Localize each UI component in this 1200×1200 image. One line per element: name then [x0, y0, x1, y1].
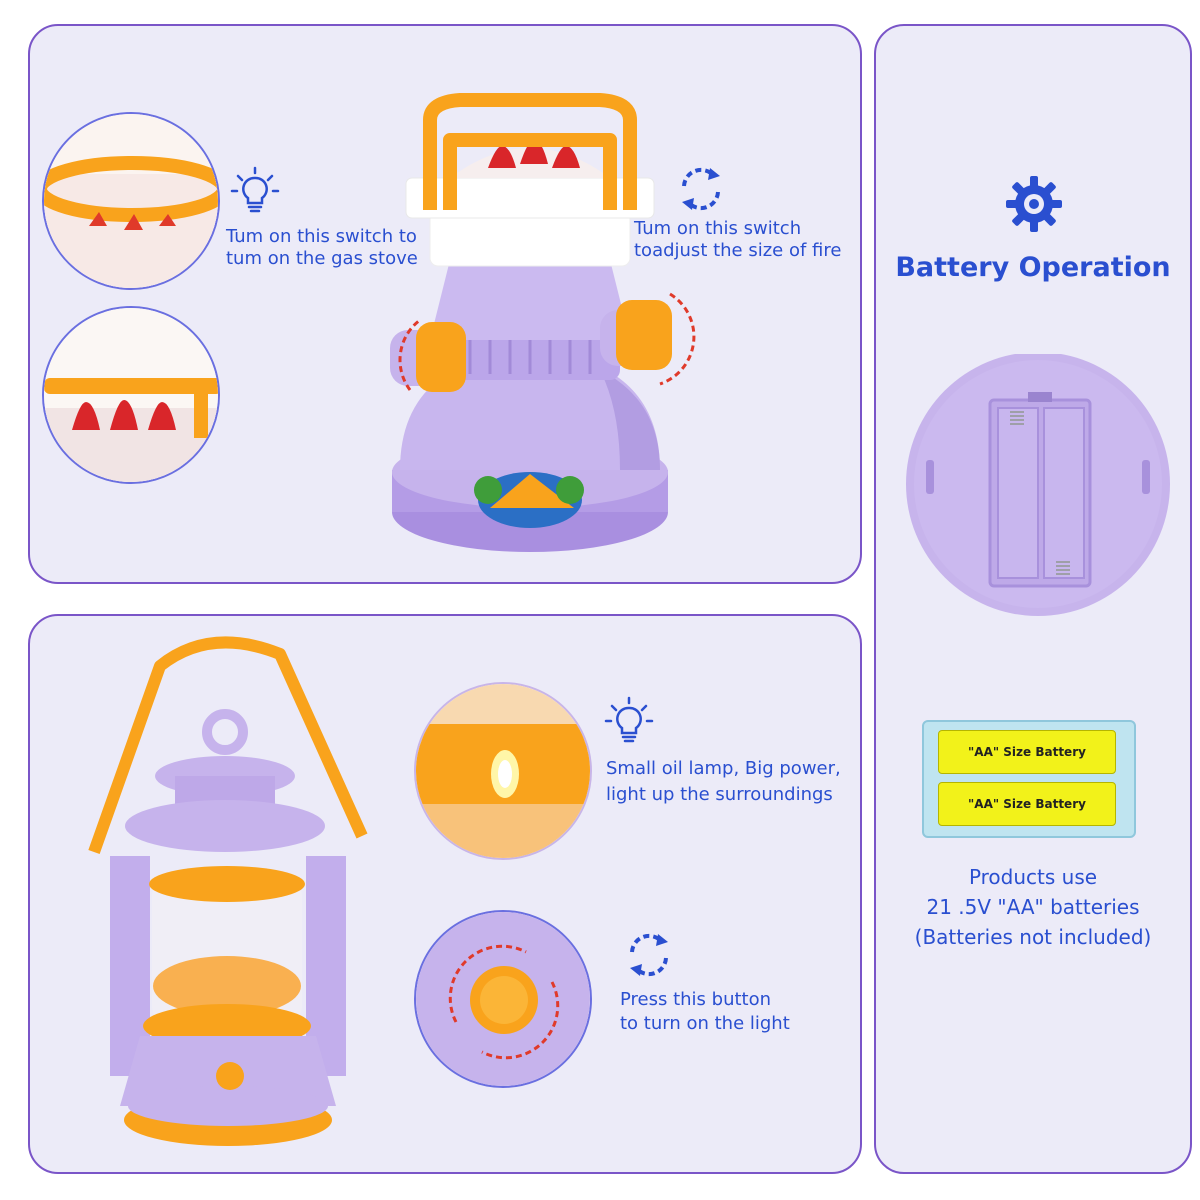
switch-caption-line2: tum on the gas stove	[226, 248, 418, 269]
battery-title: Battery Operation	[895, 252, 1171, 283]
button-caption-line1: Press this button	[620, 989, 772, 1010]
rotate-arrows-icon	[682, 167, 720, 211]
battery-usage: Products use 21 .5V "AA" batteries (Batt…	[876, 862, 1190, 952]
battery-compartment-image	[906, 354, 1170, 616]
oil-lamp-image	[88, 636, 368, 1146]
lightbulb-icon	[230, 166, 280, 213]
battery-1: "AA" Size Battery	[938, 730, 1116, 774]
battery-1-label: "AA" Size Battery	[968, 745, 1086, 759]
lamp-caption: Small oil lamp, Big power, light up the …	[606, 756, 841, 808]
battery-pack-image: "AA" Size Battery "AA" Size Battery	[922, 720, 1136, 838]
lightbulb-icon	[604, 696, 654, 743]
rotate-arrows-icon	[630, 933, 668, 977]
gas-stove-image	[390, 93, 696, 552]
lamp-button-zoom-image	[414, 910, 592, 1088]
battery-panel: Battery Operation "AA" Size Battery "AA"…	[874, 24, 1192, 1174]
lamp-caption-line1: Small oil lamp, Big power,	[606, 758, 841, 779]
flame-off-zoom-image	[42, 112, 220, 290]
button-caption-line2: to turn on the light	[620, 1013, 790, 1034]
battery-2: "AA" Size Battery	[938, 782, 1116, 826]
usage-line2: 21 .5V "AA" batteries	[926, 895, 1140, 919]
adjust-caption: Tum on this switch toadjust the size of …	[634, 218, 841, 262]
button-caption: Press this button to turn on the light	[620, 988, 790, 1036]
switch-caption-line1: Tum on this switch to	[226, 226, 417, 247]
gear-icon	[1006, 176, 1062, 232]
usage-line3: (Batteries not included)	[914, 925, 1152, 949]
switch-caption: Tum on this switch to tum on the gas sto…	[226, 226, 418, 270]
flame-on-zoom-image	[42, 306, 220, 484]
adjust-caption-line1: Tum on this switch	[634, 218, 802, 239]
usage-line1: Products use	[968, 865, 1098, 889]
lamp-glow-zoom-image	[414, 682, 592, 860]
adjust-caption-line2: toadjust the size of fire	[634, 240, 842, 261]
lamp-panel: Small oil lamp, Big power, light up the …	[28, 614, 862, 1174]
battery-2-label: "AA" Size Battery	[968, 797, 1086, 811]
stove-panel: Tum on this switch to tum on the gas sto…	[28, 24, 862, 584]
lamp-caption-line2: light up the surroundings	[606, 784, 833, 805]
